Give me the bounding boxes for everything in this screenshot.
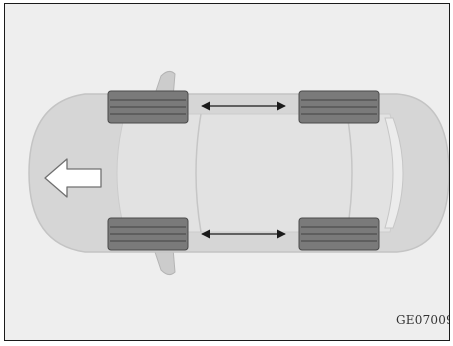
tire-rear-left (298, 90, 380, 124)
tire-rotation-diagram (28, 70, 449, 276)
tire-rear-right (298, 217, 380, 251)
car-roof (116, 113, 398, 233)
figure-code-label: GE07009 (396, 313, 450, 327)
tire-front-right (107, 217, 189, 251)
rear-window (384, 117, 404, 229)
windshield-line (195, 113, 202, 233)
direction-arrow-icon (44, 158, 102, 198)
diagram-frame: GE07009 (4, 3, 450, 341)
tire-front-left (107, 90, 189, 124)
mirror-bottom (154, 247, 176, 276)
